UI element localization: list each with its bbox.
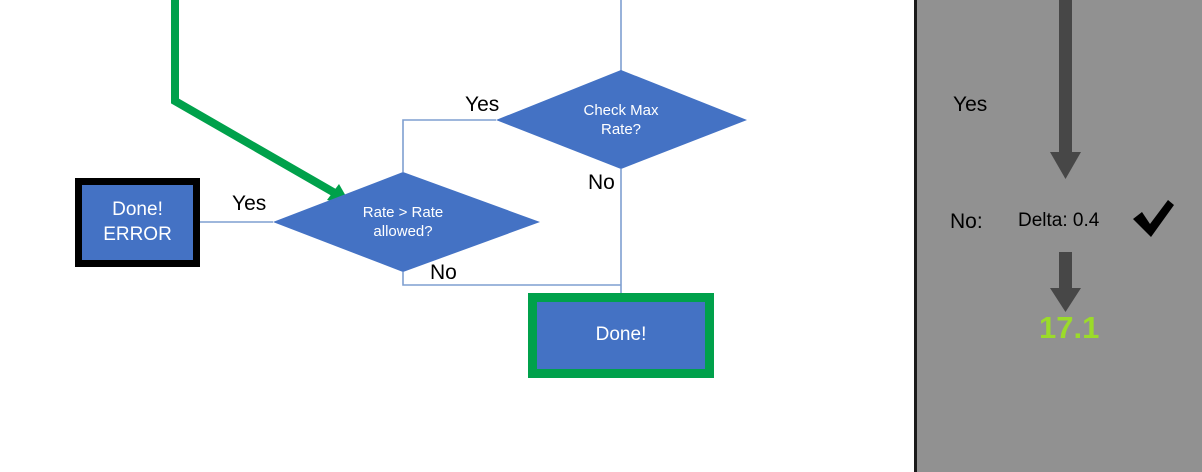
panel-no-label: No: xyxy=(950,210,983,233)
process-done-label: Done! xyxy=(595,324,647,346)
check-mark-icon xyxy=(1133,200,1174,237)
process-done-error[interactable]: Done! ERROR xyxy=(75,178,200,267)
arrow-down-long xyxy=(1050,0,1081,179)
decision-check-max-rate-label: Check Max Rate? xyxy=(583,101,659,139)
decision-rate-gt-rate-allowed[interactable] xyxy=(273,172,540,272)
edge-label-yes-check-max: Yes xyxy=(465,93,500,116)
connector-check-max-yes xyxy=(402,119,496,172)
highlight-path-green xyxy=(171,0,342,200)
connector-rate-gt-no xyxy=(402,272,621,286)
panel-yes-label: Yes xyxy=(953,93,988,116)
process-done[interactable]: Done! xyxy=(528,293,714,378)
edge-label-no-rate-gt: No xyxy=(430,261,457,284)
decision-rate-gt-rate-allowed-label: Rate > Rate allowed? xyxy=(362,203,444,241)
panel-delta-value: Delta: 0.4 xyxy=(1018,210,1100,231)
arrow-down-short xyxy=(1050,252,1081,312)
panel-arrows xyxy=(1050,0,1174,312)
decision-check-max-rate[interactable] xyxy=(496,70,747,169)
panel-result-value: 17.1 xyxy=(1039,310,1100,345)
edge-label-no-check-max: No xyxy=(588,171,615,194)
edge-label-yes-done-error: Yes xyxy=(232,192,267,215)
process-done-error-label: Done! ERROR xyxy=(103,199,172,245)
side-panel: Yes No: Delta: 0.4 17.1 xyxy=(914,0,1202,472)
